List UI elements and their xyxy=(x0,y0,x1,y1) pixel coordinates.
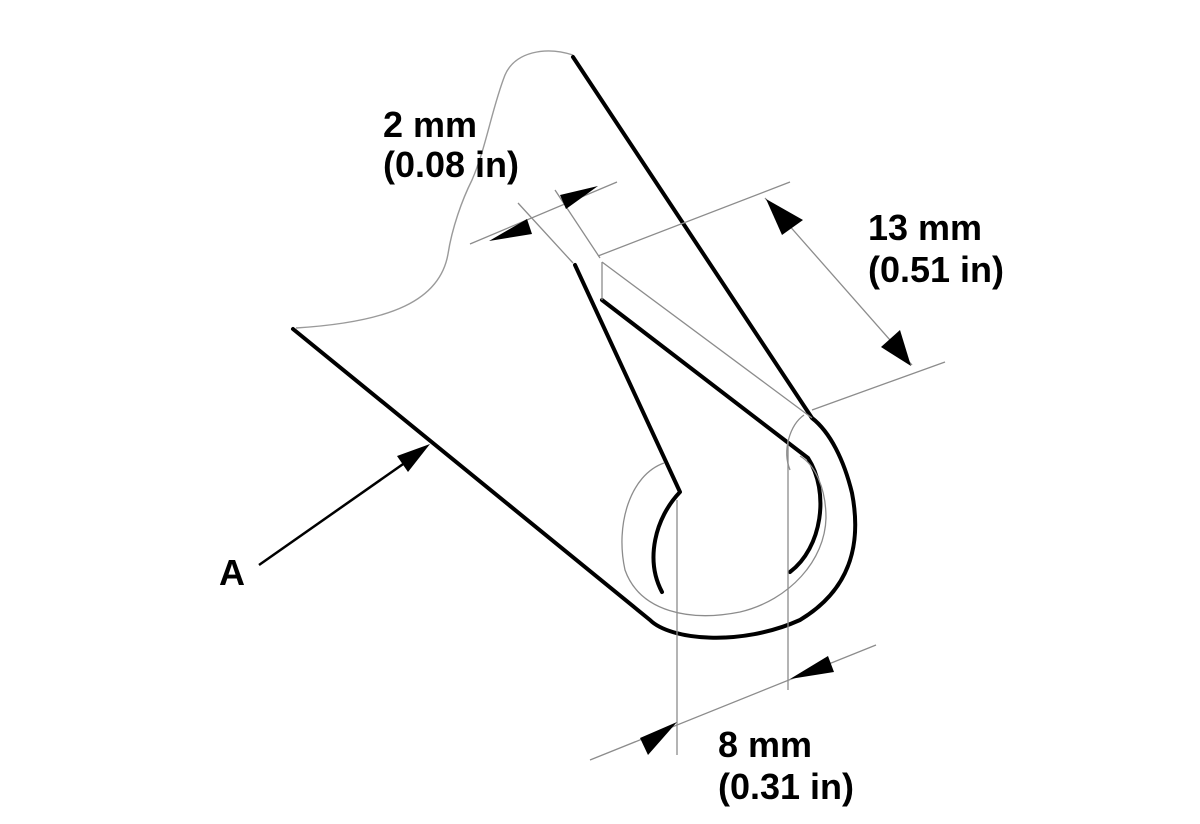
callout-a-leader xyxy=(258,453,417,567)
depth-arrowhead xyxy=(881,330,911,366)
depth-arrowhead xyxy=(766,199,803,235)
clip-body-outline xyxy=(291,55,858,640)
width-arrowhead xyxy=(640,722,677,755)
gap-dimension-line xyxy=(469,181,618,245)
depth-metric-label: 13 mm xyxy=(868,207,982,248)
gap-metric-label: 2 mm xyxy=(383,104,477,145)
clip-fold-inner xyxy=(621,455,827,617)
gap-imperial-label: (0.08 in) xyxy=(383,144,519,185)
depth-extension-line xyxy=(597,181,791,257)
depth-extension-line xyxy=(811,361,946,411)
width-imperial-label: (0.31 in) xyxy=(718,766,854,807)
slot-guide-line xyxy=(601,261,813,419)
gap-arrowhead xyxy=(489,219,532,241)
callout-a-arrowhead xyxy=(397,444,430,472)
gap-arrowhead xyxy=(560,186,598,209)
clip-slot-outline xyxy=(573,263,823,594)
part-ghost-outline xyxy=(295,50,574,329)
callout-a-label: A xyxy=(219,552,245,593)
gap-extension-line xyxy=(517,202,574,264)
depth-imperial-label: (0.51 in) xyxy=(868,249,1004,290)
gap-extension-line xyxy=(554,189,601,259)
width-metric-label: 8 mm xyxy=(718,724,812,765)
width-arrowhead xyxy=(790,656,834,679)
